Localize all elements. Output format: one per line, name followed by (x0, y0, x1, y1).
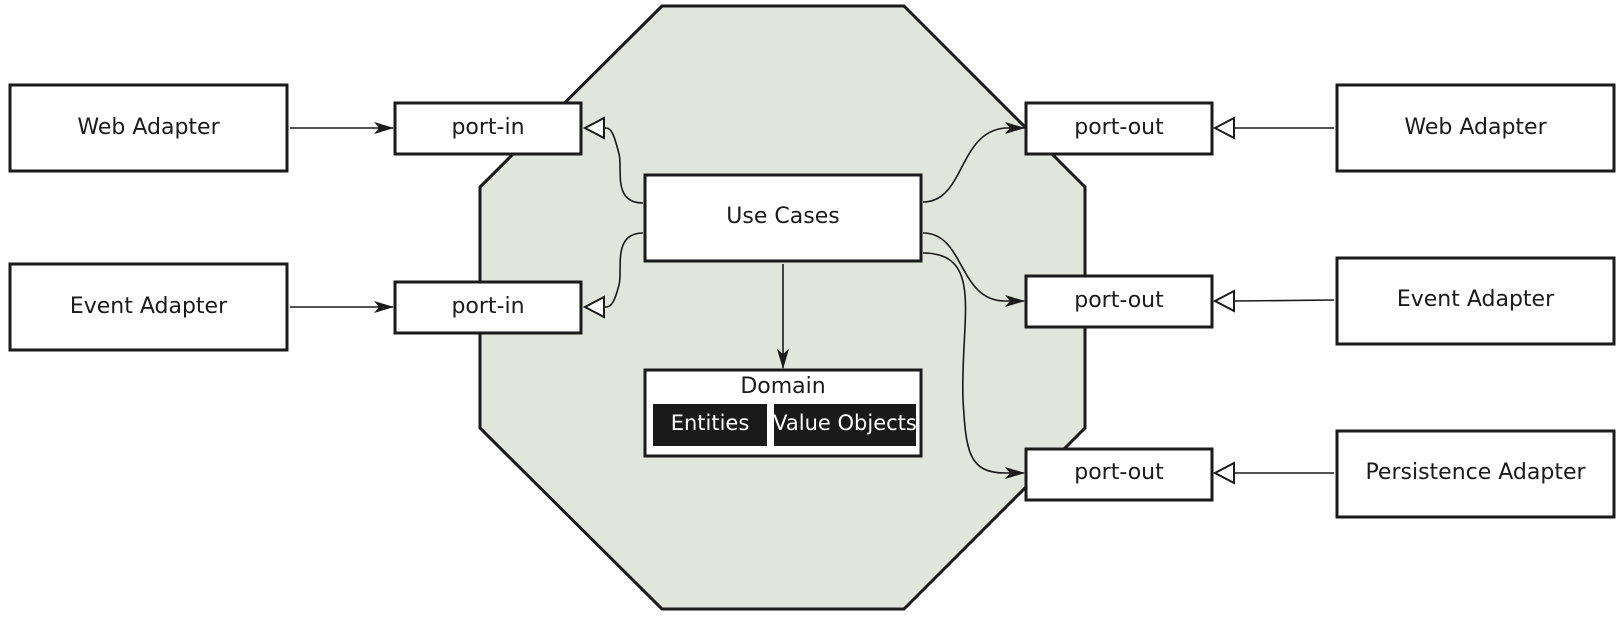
realizes-use-cases-to-port-in-top-head (582, 116, 605, 140)
right-adapter-web-label: Web Adapter (1404, 115, 1547, 140)
right-adapter-persistence-label: Persistence Adapter (1365, 460, 1586, 485)
port-out-bottom[interactable]: port-out (1024, 447, 1214, 502)
realizes-use-cases-to-port-in-top (604, 127, 644, 204)
left-adapter-web-label: Web Adapter (77, 115, 220, 140)
port-out-middle[interactable]: port-out (1024, 274, 1214, 329)
entities-label: Entities (671, 411, 750, 435)
realizes-use-cases-to-port-in-bottom (604, 232, 644, 308)
right-adapter-event[interactable]: Event Adapter (1335, 256, 1616, 346)
realizes-use-cases-to-port-in-bottom-head (582, 295, 605, 319)
left-adapter-event[interactable]: Event Adapter (8, 262, 289, 352)
realizes-event-adapter-to-port-out-head (1212, 289, 1235, 313)
arrow-use-cases-to-port-out-bottom (922, 252, 1025, 479)
entities-box[interactable]: Entities (653, 404, 767, 446)
arrow-use-cases-to-port-out-top (922, 122, 1025, 203)
right-adapter-event-label: Event Adapter (1397, 287, 1555, 312)
port-in-top[interactable]: port-in (393, 101, 583, 156)
port-out-top-label: port-out (1074, 115, 1164, 140)
use-cases-label: Use Cases (726, 204, 839, 229)
value-objects-box[interactable]: Value Objects (773, 404, 917, 446)
left-adapter-event-label: Event Adapter (70, 294, 228, 319)
value-objects-label: Value Objects (773, 411, 917, 435)
port-in-bottom-label: port-in (451, 294, 524, 319)
port-out-top[interactable]: port-out (1024, 101, 1214, 156)
realizes-persistence-adapter-to-port-out-head (1212, 461, 1235, 485)
port-in-top-label: port-in (451, 115, 524, 140)
port-out-bottom-label: port-out (1074, 460, 1164, 485)
port-out-middle-label: port-out (1074, 288, 1164, 313)
port-in-bottom[interactable]: port-in (393, 280, 583, 335)
realizes-web-adapter-to-port-out-head (1212, 116, 1235, 140)
use-cases-box[interactable]: Use Cases (643, 173, 923, 263)
right-adapter-web[interactable]: Web Adapter (1335, 83, 1616, 173)
arrow-use-cases-to-port-out-middle (922, 232, 1025, 307)
realizes-event-adapter-to-port-out (1233, 299, 1335, 302)
domain-box[interactable]: Domain Entities Value Objects (643, 368, 923, 458)
left-adapter-web[interactable]: Web Adapter (8, 83, 289, 173)
right-adapter-persistence[interactable]: Persistence Adapter (1335, 429, 1616, 519)
domain-title: Domain (740, 374, 825, 399)
